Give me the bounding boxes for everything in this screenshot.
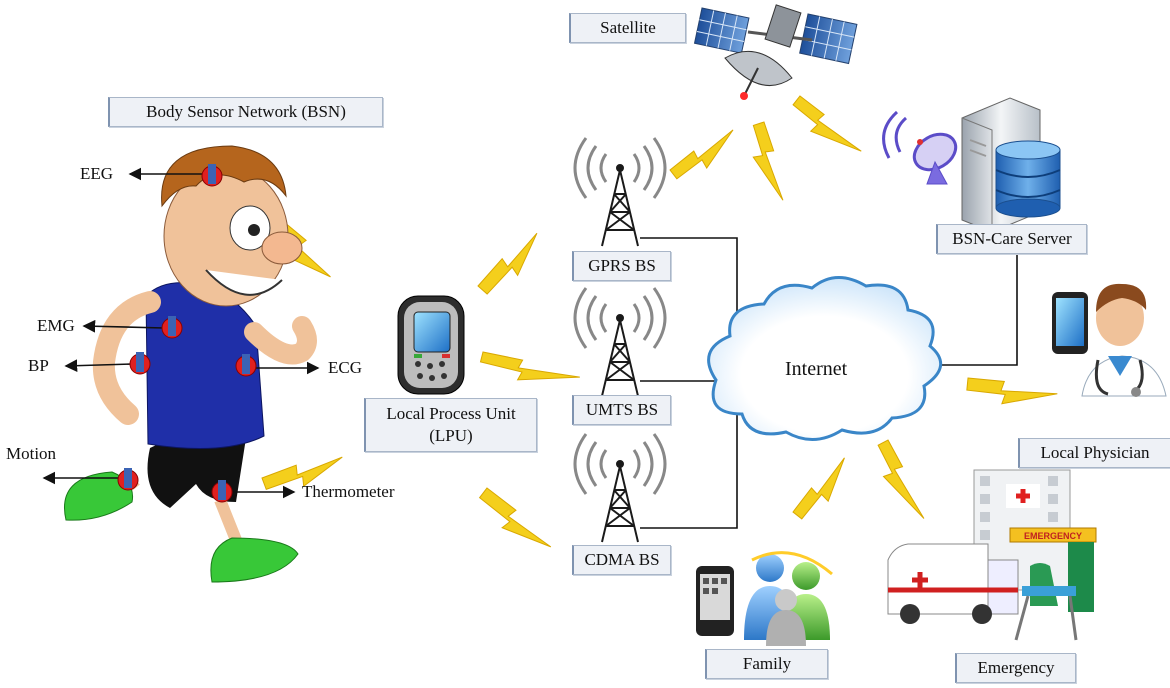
- lightning-icon: [877, 439, 925, 519]
- gprs-label: GPRS BS: [572, 251, 671, 281]
- dish-antenna-icon: [882, 110, 958, 185]
- cdma-label: CDMA BS: [572, 545, 671, 575]
- lightning-icon: [479, 351, 580, 381]
- satellite-label: Satellite: [569, 13, 686, 43]
- lpu-label-line2: (LPU): [429, 426, 473, 445]
- physician-label: Local Physician: [1018, 438, 1170, 468]
- server-label: BSN-Care Server: [936, 224, 1087, 254]
- lightning-icon: [669, 129, 734, 180]
- bsn-label: Body Sensor Network (BSN): [108, 97, 383, 127]
- motion-label: Motion: [6, 444, 57, 463]
- ambulance-icon: [887, 543, 1078, 641]
- mobile-phone-icon: [397, 295, 465, 395]
- lightning-icon: [477, 232, 538, 295]
- lightning-icon: [752, 121, 784, 201]
- cloud-icon: [707, 276, 942, 441]
- family-icon: [696, 551, 833, 646]
- doctor-icon: [1052, 283, 1167, 397]
- eeg-label: EEG: [80, 164, 114, 183]
- hospital-icon: EMERGENCY: [973, 469, 1097, 612]
- family-label: Family: [705, 649, 828, 679]
- database-icon: [995, 140, 1061, 218]
- lpu-label-line1: Local Process Unit: [386, 404, 516, 423]
- lightning-icon: [792, 95, 862, 152]
- umts-label: UMTS BS: [572, 395, 671, 425]
- internet-label: Internet: [785, 358, 848, 380]
- lightning-icon: [792, 457, 845, 520]
- lpu-label: Local Process Unit (LPU): [364, 398, 537, 452]
- emergency-label: Emergency: [955, 653, 1076, 683]
- cell-tower-icon: [573, 137, 667, 543]
- lightning-icon: [261, 456, 343, 491]
- satellite-icon: [693, 4, 858, 100]
- lightning-icon: [478, 487, 552, 548]
- runner-icon: [42, 145, 320, 583]
- bp-label: BP: [28, 356, 49, 375]
- thermometer-label: Thermometer: [302, 482, 395, 501]
- ecg-label: ECG: [328, 358, 362, 377]
- lightning-icon: [966, 377, 1058, 405]
- emergency-sign: EMERGENCY: [1024, 531, 1082, 541]
- emg-label: EMG: [37, 316, 75, 335]
